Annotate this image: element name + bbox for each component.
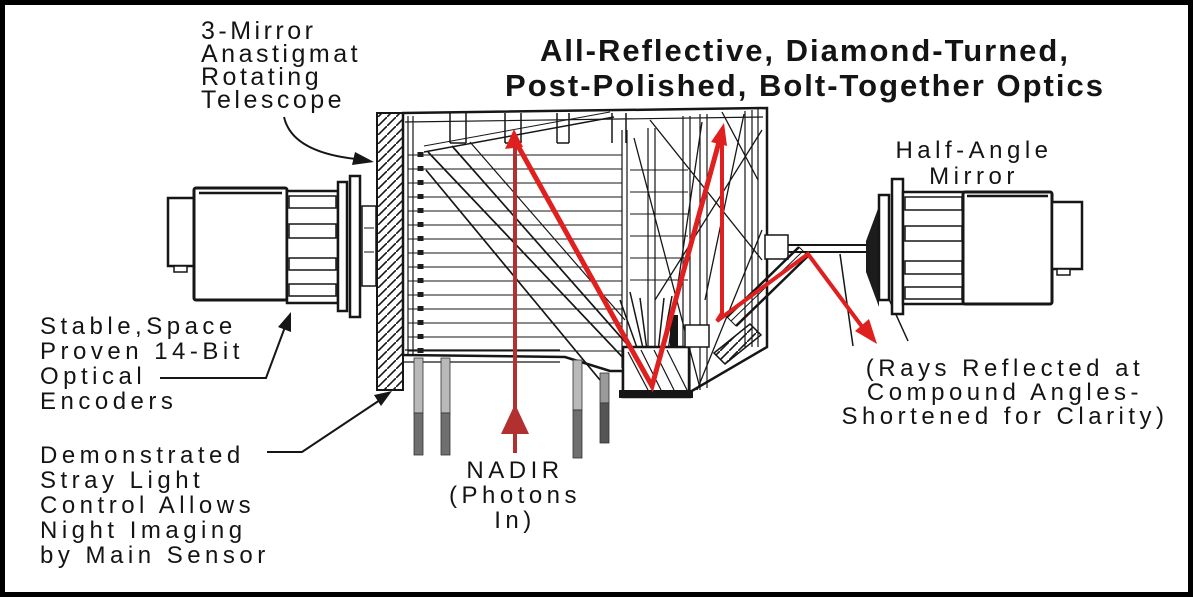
label-nadir-line3: In) — [494, 507, 536, 534]
label-nadir-line1: NADIR — [466, 457, 564, 484]
label-telescope-line3: Rotating — [201, 63, 323, 91]
label-stray-line5: by Main Sensor — [40, 542, 270, 569]
label-rays-note: (Rays Reflected at Compound Angles- Shor… — [840, 357, 1170, 429]
diagram-title: All-Reflective, Diamond-Turned, Post-Pol… — [480, 33, 1130, 103]
label-half-angle-line1: Half-Angle — [895, 137, 1053, 164]
support-legs — [413, 357, 610, 459]
label-telescope-line2: Anastigmat — [201, 40, 362, 68]
leader-arrow-telescope — [283, 116, 374, 165]
label-stray-line4: Night Imaging — [40, 517, 247, 544]
label-optical-encoders: Stable,Space Proven 14-Bit Optical Encod… — [40, 314, 244, 414]
label-encoders-line2: Proven 14-Bit — [40, 338, 244, 365]
label-rays-line3: Shortened for Clarity) — [841, 403, 1169, 430]
telescope-ray-path — [505, 123, 877, 393]
diagram-title-line2: Post-Polished, Bolt-Together Optics — [505, 68, 1105, 103]
label-half-angle-mirror: Half-Angle Mirror — [860, 138, 1088, 190]
telescope-hatched-wall — [376, 112, 404, 391]
label-encoders-line3: Optical — [40, 363, 147, 390]
label-rotating-telescope: 3-Mirror Anastigmat Rotating Telescope — [201, 17, 362, 114]
label-nadir-photons-in: NADIR (Photons In) — [435, 458, 595, 533]
diagram-title-line1: All-Reflective, Diamond-Turned, — [540, 33, 1070, 68]
label-stray-line1: Demonstrated — [40, 442, 245, 469]
leader-arrow-stray-light — [267, 391, 392, 453]
right-encoder-assembly — [866, 177, 1084, 316]
label-stray-light-control: Demonstrated Stray Light Control Allows … — [40, 443, 270, 568]
label-encoders-line4: Encoders — [40, 388, 178, 415]
label-nadir-line2: (Photons — [448, 482, 582, 509]
nadir-ray-arrow — [501, 136, 529, 453]
label-rays-line2: Compound Angles- — [866, 379, 1144, 406]
label-stray-line2: Stray Light — [40, 467, 205, 494]
left-encoder-assembly — [166, 174, 377, 319]
leader-arrow-encoders — [160, 312, 291, 379]
label-half-angle-line2: Mirror — [929, 163, 1019, 190]
label-encoders-line1: Stable,Space — [40, 313, 237, 340]
telescope-body — [401, 106, 769, 399]
label-stray-line3: Control Allows — [40, 492, 256, 519]
label-rays-line1: (Rays Reflected at — [865, 355, 1145, 382]
label-telescope-line4: Telescope — [201, 86, 346, 114]
label-telescope-line1: 3-Mirror — [201, 17, 317, 45]
